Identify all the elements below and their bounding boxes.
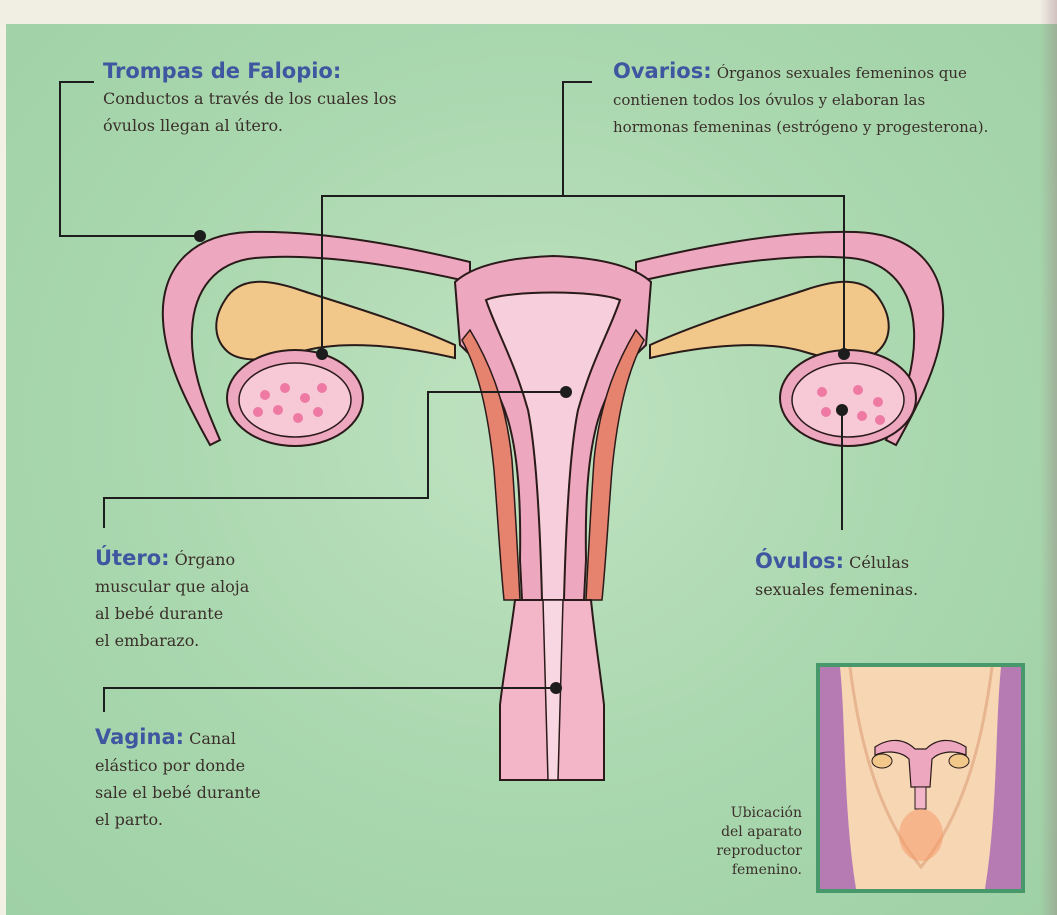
trompas-title: Trompas de Falopio: [103,58,433,85]
inset-location-illustration [816,663,1025,893]
left-fallopian-tube [216,282,455,360]
trompas-label: Trompas de Falopio: Conductos a través d… [103,58,433,139]
trompas-text-line-2: óvulos llegan al útero. [103,112,433,139]
vagina-title: Vagina: [95,725,184,749]
ovarios-text-line-0: Órganos sexuales femeninos que [717,64,967,82]
utero-text-line-3: el embarazo. [95,627,315,654]
inset-caption-line-1: Ubicación [666,804,802,823]
ovulos-label: Óvulos: Células sexuales femeninas. [755,548,985,603]
ovulos-text-line-0: Células [849,553,909,572]
utero-label: Útero: Órgano muscular que aloja al bebé… [95,545,315,654]
vagina-text-line-0: Canal [189,729,236,748]
utero-text-line-1: muscular que aloja [95,573,315,600]
ovulos-text-line-1: sexuales femeninas. [755,576,985,603]
vagina-label: Vagina: Canal elástico por donde sale el… [95,724,315,833]
utero-text-line-0: Órgano [175,550,235,569]
utero-text-line-2: al bebé durante [95,600,315,627]
right-ovary-inner [792,363,904,437]
ovarios-text-line-2: hormonas femeninas (estrógeno y progeste… [613,114,1038,141]
vagina-text-line-2: sale el bebé durante [95,779,315,806]
scan-page-edge [1040,0,1057,915]
utero-title: Útero: [95,546,170,570]
ovarios-text-line-1: contienen todos los óvulos y elaboran la… [613,87,1038,114]
vagina-leader [104,688,556,712]
ovulos-title: Óvulos: [755,549,844,573]
inset-body-drawing [820,667,1021,889]
ovarios-label: Ovarios: Órganos sexuales femeninos que … [613,58,1038,141]
trompas-text-line-1: Conductos a través de los cuales los [103,85,433,112]
inset-caption-line-3: reproductor [666,842,802,861]
inset-caption-line-4: femenino. [666,861,802,880]
vagina-text-line-1: elástico por donde [95,752,315,779]
ovarios-title: Ovarios: [613,59,712,83]
left-ovary-inner [239,363,351,437]
inset-caption: Ubicación del aparato reproductor femeni… [666,804,802,880]
inset-caption-line-2: del aparato [666,823,802,842]
vagina-text-line-3: el parto. [95,806,315,833]
right-fallopian-tube [650,282,889,360]
